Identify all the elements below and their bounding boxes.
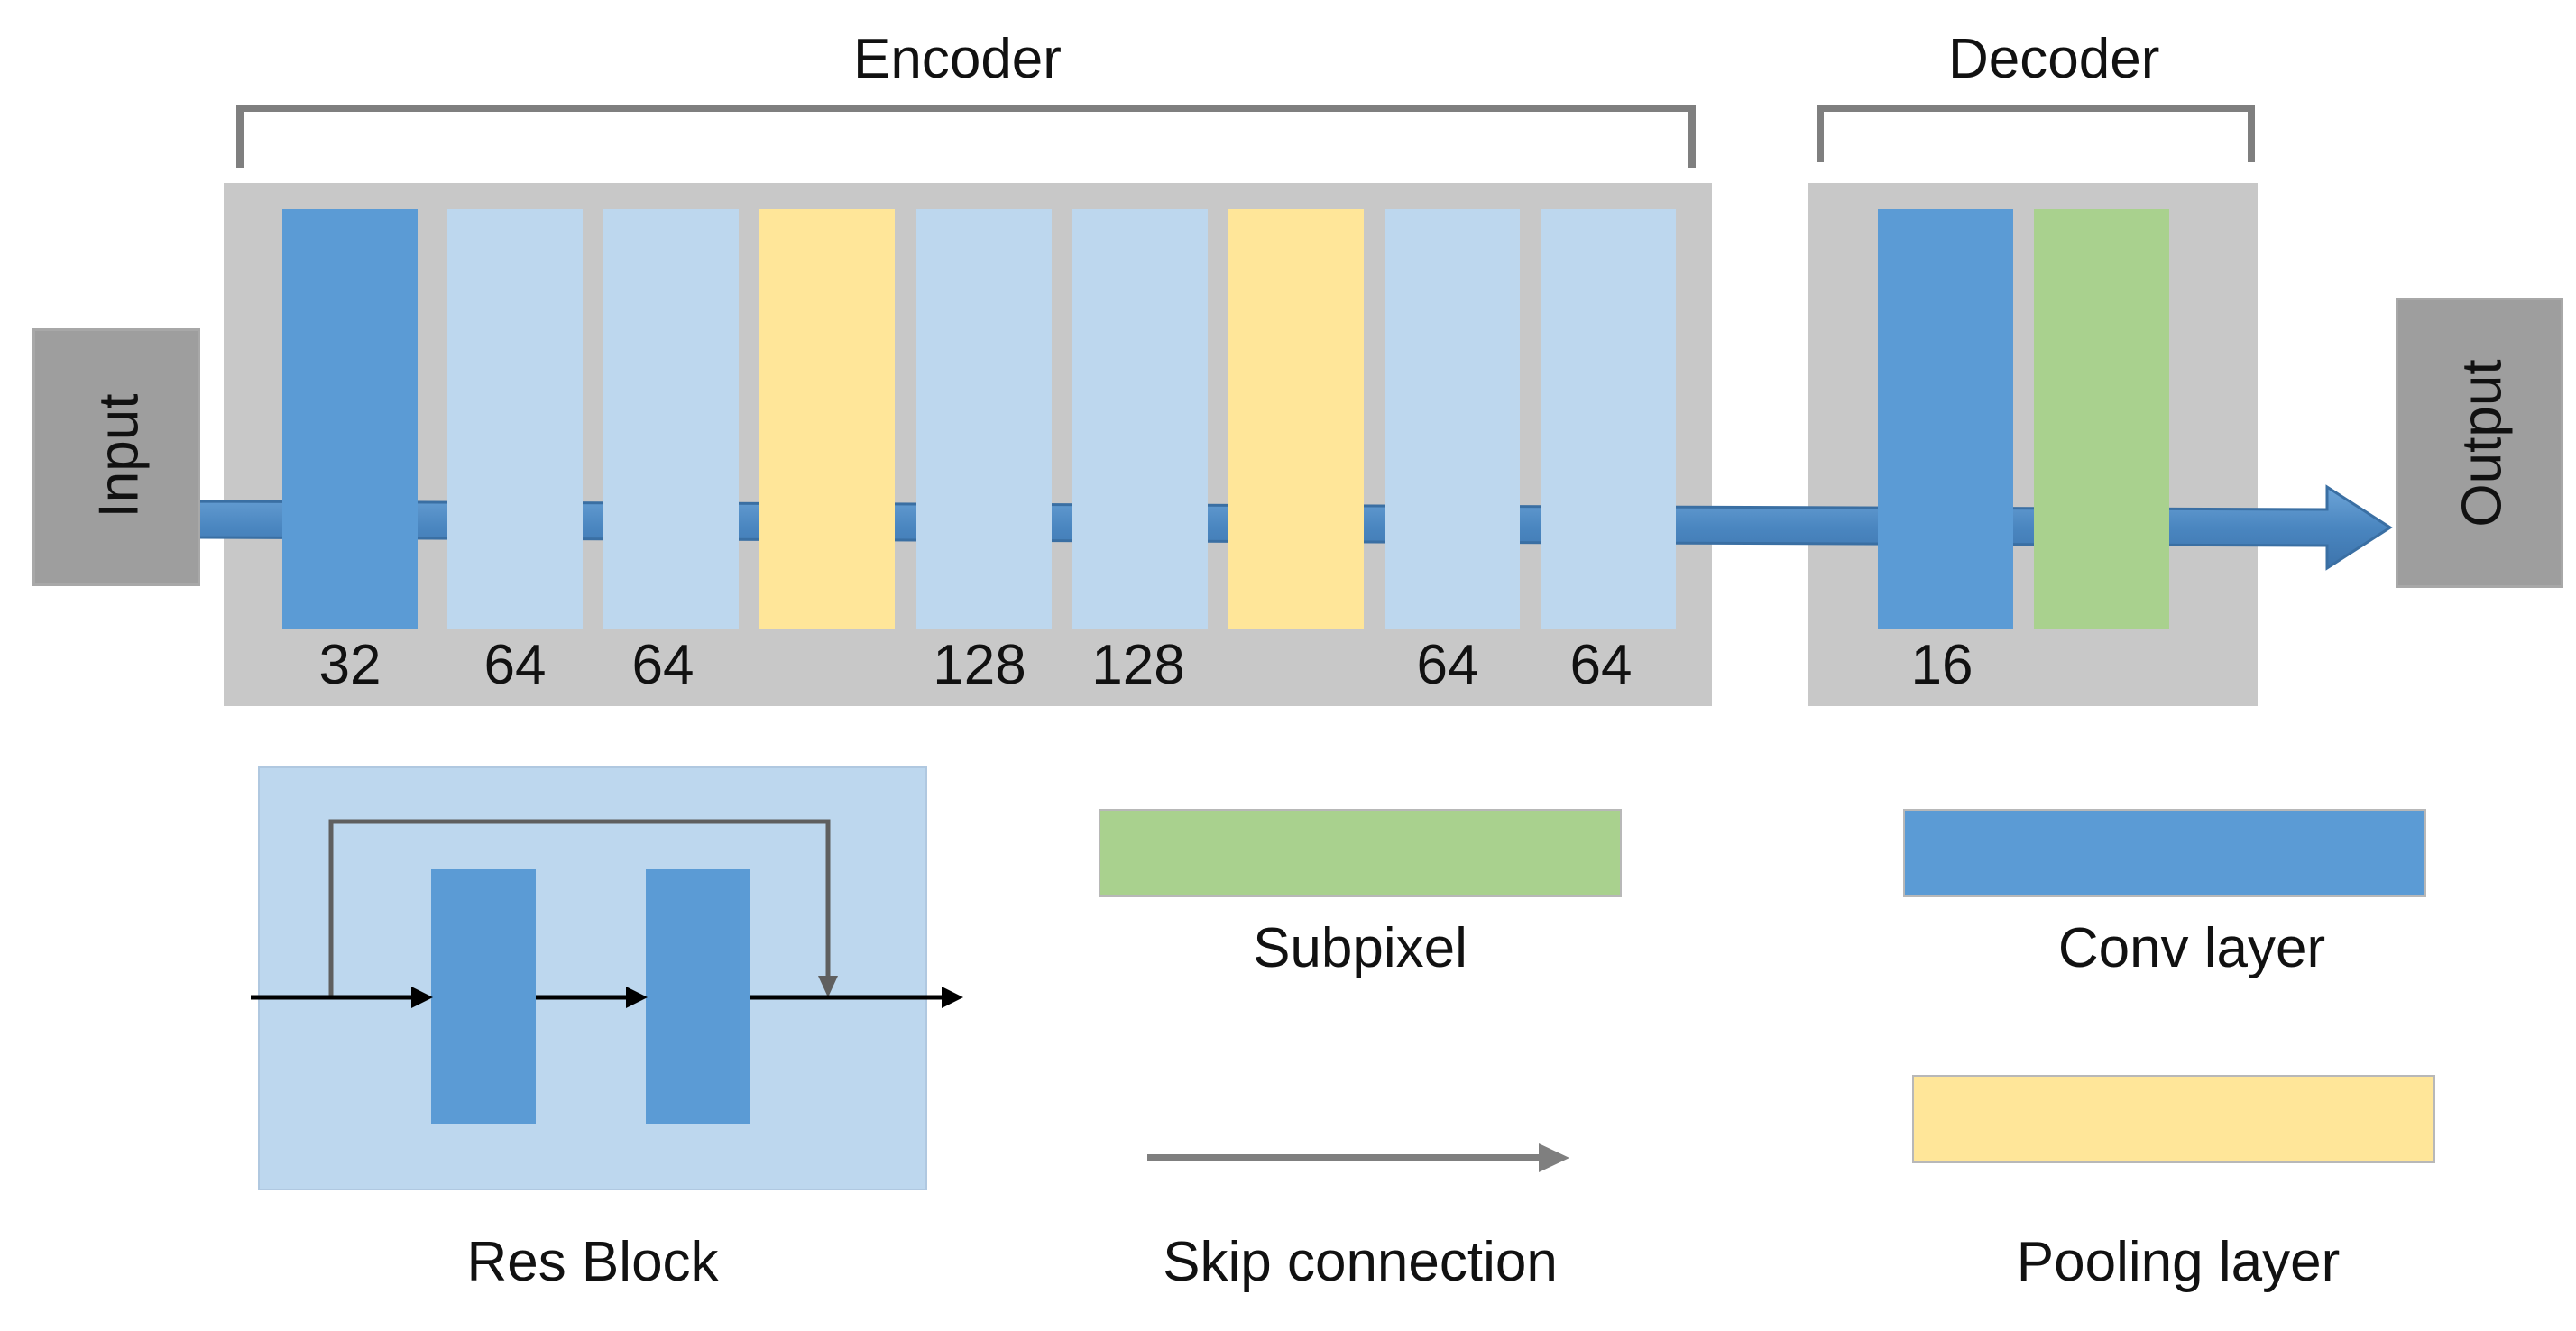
res-block-legend-label: Res Block <box>466 1231 719 1293</box>
encoder-layer-7 <box>1228 209 1364 629</box>
res-block-arrowhead-3 <box>942 987 963 1008</box>
encoder-layer-6-channels: 128 <box>1091 634 1185 696</box>
subpixel-legend-swatch <box>1099 809 1622 897</box>
encoder-bracket <box>236 105 1696 168</box>
skip-connection-legend-label: Skip connection <box>1163 1231 1558 1293</box>
decoder-layer-2 <box>2034 209 2169 629</box>
encoder-layer-8 <box>1385 209 1520 629</box>
decoder-layer-1 <box>1878 209 2013 629</box>
encoder-layer-5 <box>916 209 1052 629</box>
skip-connection-arrowhead <box>1539 1143 1569 1172</box>
subpixel-legend-label: Subpixel <box>1253 917 1467 979</box>
res-block-skip-line <box>328 819 831 996</box>
res-block-legend-box <box>258 766 927 1190</box>
encoder-layer-1-channels: 32 <box>318 634 382 696</box>
encoder-layer-9-channels: 64 <box>1569 634 1633 696</box>
res-block-skip-arrowhead <box>818 976 838 997</box>
encoder-layer-1 <box>282 209 418 629</box>
encoder-layer-6 <box>1072 209 1208 629</box>
encoder-layer-2 <box>447 209 583 629</box>
encoder-layer-9 <box>1541 209 1676 629</box>
encoder-title: Encoder <box>853 28 1062 90</box>
encoder-layer-3-channels: 64 <box>631 634 695 696</box>
res-block-arrowhead-2 <box>626 987 648 1008</box>
encoder-layer-2-channels: 64 <box>483 634 547 696</box>
encoder-layer-3 <box>603 209 739 629</box>
conv-layer-legend-label: Conv layer <box>2057 917 2326 979</box>
decoder-title: Decoder <box>1948 28 2160 90</box>
encoder-layer-4 <box>759 209 895 629</box>
res-block-arrowhead-1 <box>411 987 433 1008</box>
output-box: Output <box>2396 298 2563 588</box>
res-block-conv-2 <box>646 869 750 1124</box>
pooling-layer-legend-label: Pooling layer <box>2016 1231 2341 1293</box>
decoder-layer-1-channels: 16 <box>1910 634 1973 696</box>
encoder-layer-5-channels: 128 <box>933 634 1026 696</box>
input-box: Input <box>32 328 200 586</box>
encoder-layer-8-channels: 64 <box>1416 634 1479 696</box>
pooling-layer-legend-swatch <box>1912 1075 2435 1163</box>
decoder-bracket <box>1817 105 2255 162</box>
conv-layer-legend-swatch <box>1903 809 2426 897</box>
res-block-conv-1 <box>431 869 536 1124</box>
